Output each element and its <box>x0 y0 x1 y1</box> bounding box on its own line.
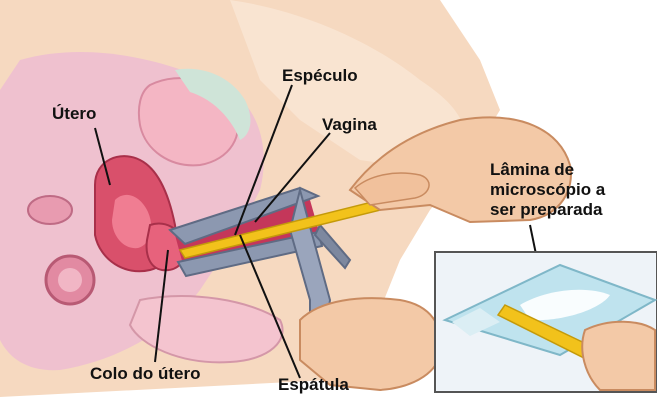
label-lamina-line2: microscópio a <box>490 180 650 200</box>
intestine-loop <box>58 268 82 292</box>
label-colo-do-utero: Colo do útero <box>90 364 200 384</box>
label-espatula: Espátula <box>278 375 349 395</box>
label-lamina: Lâmina de microscópio a ser preparada <box>490 160 650 220</box>
label-especulo: Espéculo <box>282 66 358 86</box>
label-vagina: Vagina <box>322 115 377 135</box>
inset-hand <box>582 322 655 390</box>
ovary <box>28 196 72 224</box>
label-utero: Útero <box>52 104 96 124</box>
label-lamina-line3: ser preparada <box>490 200 650 220</box>
label-lamina-line1: Lâmina de <box>490 160 650 180</box>
